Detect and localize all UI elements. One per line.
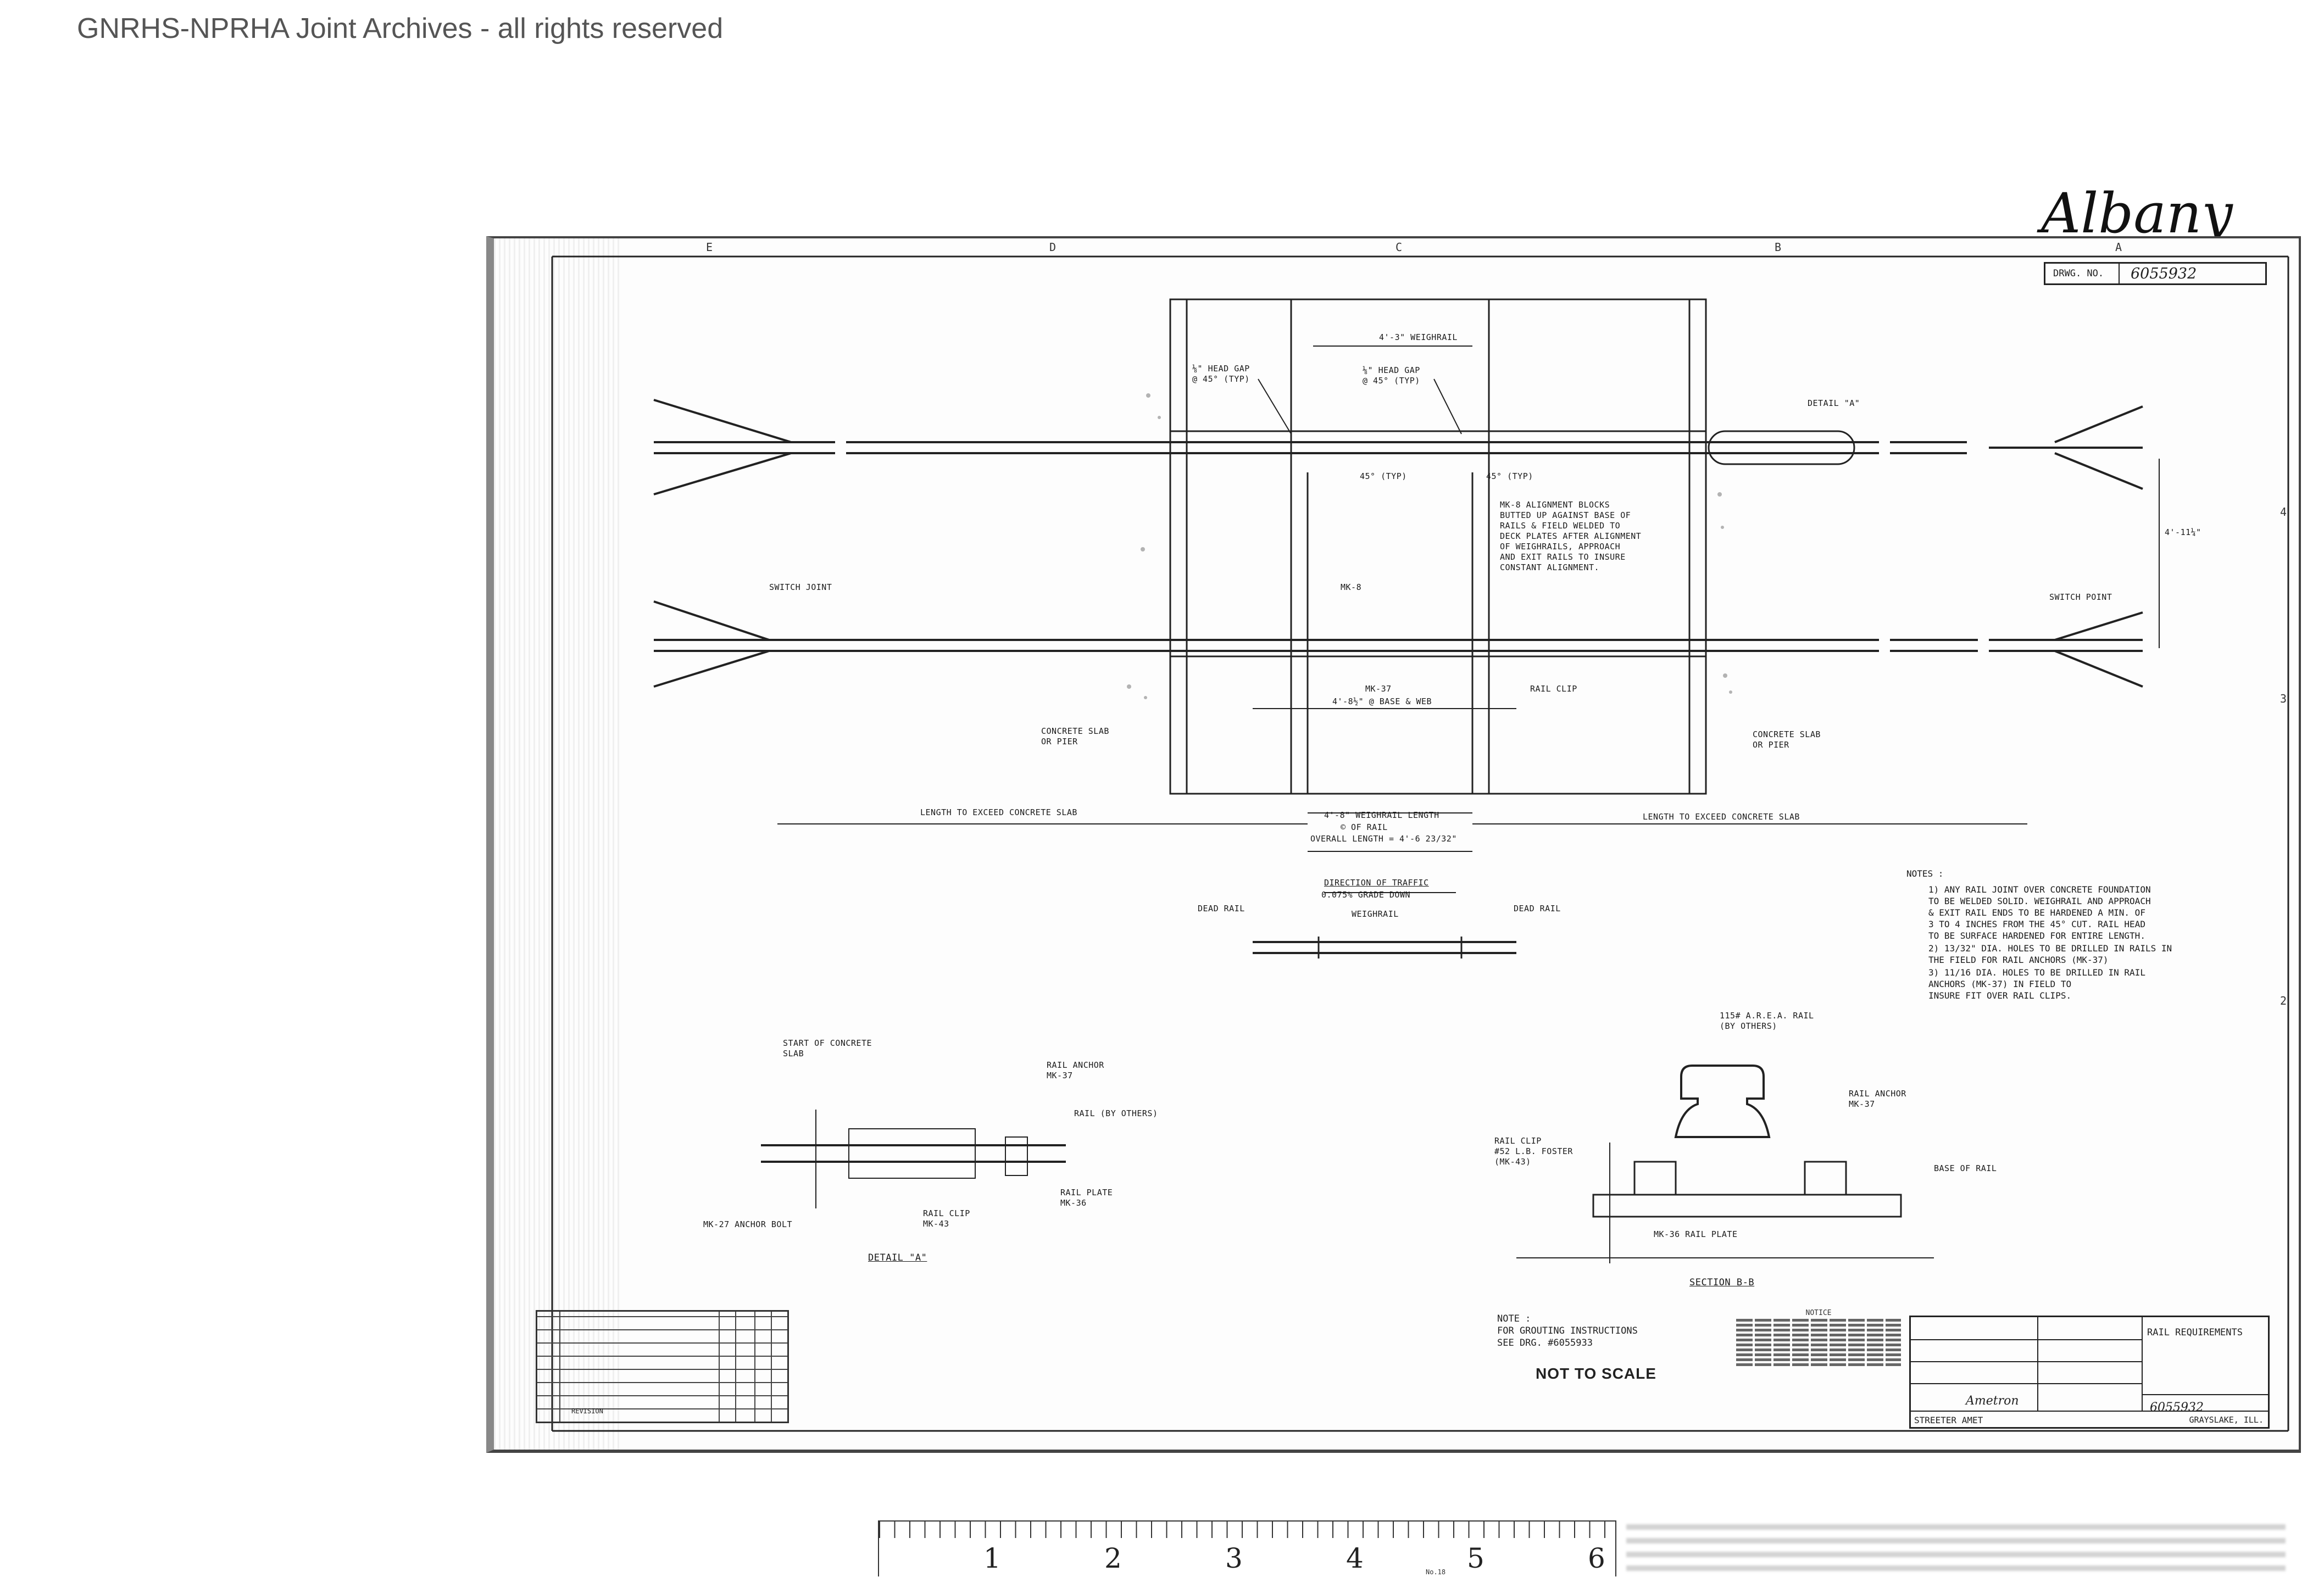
revision-label: REVISION (571, 1407, 603, 1415)
dead-rail-left-label: DEAD RAIL (1198, 904, 1245, 913)
weighrail-length-label: 4'-8" WEIGHRAIL LENGTH (1324, 810, 1439, 820)
notes-title: NOTES : (1906, 868, 1944, 879)
zone-number-3: 3 (2280, 692, 2287, 705)
gauge-dimension-label: 4'-11¼" (2165, 527, 2201, 537)
mk8-label: MK-8 (1341, 582, 1362, 592)
head-gap-left-leader (1258, 378, 1292, 434)
zone-letter-e: E (706, 241, 713, 254)
north-switch-left-down (653, 452, 792, 495)
zone-number-2: 2 (2280, 994, 2287, 1007)
rail-plate-label: RAIL PLATE MK-36 (1060, 1188, 1113, 1208)
drawing-title: RAIL REQUIREMENTS (2147, 1327, 2243, 1338)
company-logo: Ametron (1966, 1394, 2019, 1408)
switch-joint-label: SWITCH JOINT (769, 582, 832, 592)
scale-deck-outline (1169, 298, 1707, 795)
weighrail-elevation-label: WEIGHRAIL (1352, 909, 1399, 919)
zone-letter-b: B (1775, 241, 1782, 254)
rail-by-others-label: RAIL (BY OTHERS) (1074, 1108, 1158, 1118)
ruler-footer: No.18 (1426, 1568, 1446, 1576)
angle-left-label: 45° (TYP) (1360, 471, 1407, 481)
ruler-number-3: 3 (1225, 1542, 1243, 1574)
drawing-number: 6055932 (2131, 265, 2197, 282)
rail-centerline-label: © OF RAIL (1341, 822, 1388, 832)
ruler-number-1: 1 (983, 1542, 1001, 1574)
north-switch-right-down (2054, 452, 2143, 490)
weighrail-top-label: 4'-3" WEIGHRAIL (1379, 332, 1458, 342)
head-gap-right-leader (1433, 378, 1462, 434)
notice-title: NOTICE (1805, 1309, 1832, 1317)
drawing-number-label: DRWG. NO. (2045, 264, 2120, 283)
mk36-plate-label: MK-36 RAIL PLATE (1654, 1229, 1738, 1239)
section-clip-left (1633, 1161, 1677, 1196)
title-block-number: 6055932 (2150, 1401, 2204, 1414)
zone-letter-c: C (1395, 241, 1403, 254)
north-switch-left-up (653, 399, 792, 443)
zone-number-4: 4 (2280, 505, 2287, 519)
note-item-3: 3) 11/16 DIA. HOLES TO BE DRILLED IN RAI… (1928, 967, 2145, 1001)
dead-rail-right-label: DEAD RAIL (1514, 904, 1561, 913)
south-switch-left-up (653, 600, 770, 641)
rail-anchor-right-label: RAIL ANCHOR MK-37 (1849, 1089, 1906, 1109)
rail-clip-right-label: RAIL CLIP #52 L.B. FOSTER (MK-43) (1494, 1136, 1573, 1167)
rail-clip-label: RAIL CLIP (1530, 684, 1577, 694)
length-left-label: LENGTH TO EXCEED CONCRETE SLAB (920, 807, 1077, 817)
detail-a-rail-plate (848, 1128, 976, 1179)
south-switch-right-down (2054, 650, 2143, 688)
detail-a-title: DETAIL "A" (868, 1252, 927, 1263)
section-rail-plate (1592, 1194, 1902, 1218)
rail-clip-mk43-label: RAIL CLIP MK-43 (923, 1208, 970, 1229)
section-bb-title: SECTION B-B (1689, 1277, 1755, 1288)
rail-anchor-left-label: RAIL ANCHOR MK-37 (1047, 1060, 1104, 1080)
company-city: GRAYSLAKE, ILL. (2189, 1415, 2264, 1425)
start-concrete-label: START OF CONCRETE SLAB (783, 1038, 872, 1058)
detail-a-callout-label: DETAIL "A" (1808, 398, 1860, 408)
rail-section-profile (1674, 1065, 1771, 1138)
ruler-number-5: 5 (1467, 1542, 1485, 1574)
grade-label: 0.075% GRADE DOWN (1321, 890, 1411, 900)
note-item-1: 1) ANY RAIL JOINT OVER CONCRETE FOUNDATI… (1928, 884, 2151, 941)
head-gap-left-label: ⅛" HEAD GAP @ 45° (TYP) (1192, 364, 1250, 384)
ruler-number-6: 6 (1588, 1542, 1605, 1574)
switch-point-label: SWITCH POINT (2049, 592, 2112, 602)
company-name: STREETER AMET (1914, 1415, 1983, 1425)
detail-a-anchor (1005, 1136, 1028, 1176)
zone-letter-d: D (1049, 241, 1057, 254)
overall-length-label: OVERALL LENGTH = 4'-6 23/32" (1310, 834, 1457, 844)
angle-right-label: 45° (TYP) (1486, 471, 1533, 481)
direction-traffic-label: DIRECTION OF TRAFFIC (1324, 878, 1429, 888)
archive-watermark: GNRHS-NPRHA Joint Archives - all rights … (77, 13, 724, 44)
drawing-sheet (486, 236, 2301, 1453)
section-clip-right (1804, 1161, 1847, 1196)
notice-block: NOTICE (1736, 1309, 1901, 1368)
revision-table (536, 1310, 789, 1423)
zone-letter-a: A (2115, 241, 2122, 254)
south-switch-right-up (2054, 611, 2143, 641)
scale-ruler (878, 1520, 1616, 1576)
anchor-bolt-label: MK-27 ANCHOR BOLT (703, 1219, 793, 1229)
area-rail-label: 115# A.R.E.A. RAIL (BY OTHERS) (1720, 1011, 1814, 1031)
detail-a-callout-oval (1708, 430, 1855, 465)
length-right-label: LENGTH TO EXCEED CONCRETE SLAB (1643, 812, 1800, 822)
not-to-scale-label: NOT TO SCALE (1536, 1365, 1656, 1382)
grouting-note: NOTE : FOR GROUTING INSTRUCTIONS SEE DRG… (1497, 1313, 1638, 1348)
base-of-rail-label: BASE OF RAIL (1934, 1163, 1997, 1173)
base-dimension-label: 4'-8½" @ BASE & WEB (1332, 696, 1432, 706)
mk37-label: MK-37 (1365, 684, 1392, 694)
ruler-number-2: 2 (1104, 1542, 1122, 1574)
head-gap-right-label: ⅛" HEAD GAP @ 45° (TYP) (1363, 365, 1420, 386)
blurred-footer-text (1626, 1516, 2286, 1571)
general-notes: NOTES : 1) ANY RAIL JOINT OVER CONCRETE … (1906, 868, 2225, 1002)
drawing-number-box: DRWG. NO. 6055932 (2044, 262, 2267, 285)
south-switch-left-down (653, 650, 770, 688)
concrete-slab-right-label: CONCRETE SLAB OR PIER (1753, 729, 1821, 750)
note-item-2: 2) 13/32" DIA. HOLES TO BE DRILLED IN RA… (1928, 943, 2172, 965)
title-block: RAIL REQUIREMENTS 6055932 Ametron STREET… (1909, 1316, 2270, 1429)
north-switch-right-up (2054, 405, 2143, 443)
ruler-number-4: 4 (1346, 1542, 1364, 1574)
concrete-slab-left-label: CONCRETE SLAB OR PIER (1041, 726, 1109, 746)
alignment-block-note: MK-8 ALIGNMENT BLOCKS BUTTED UP AGAINST … (1500, 500, 1642, 572)
